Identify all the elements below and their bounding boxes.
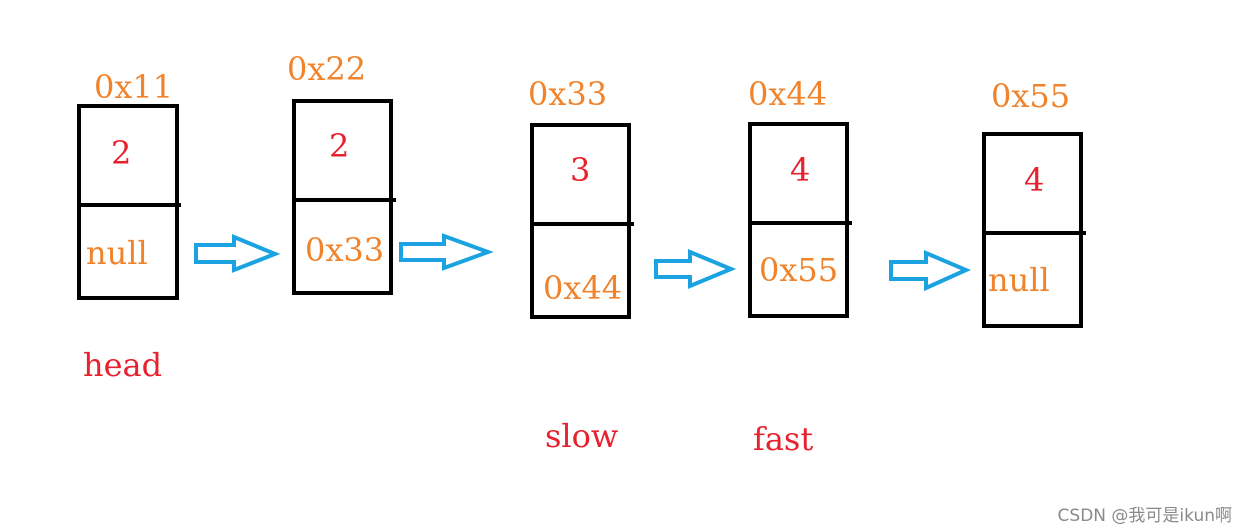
head-pointer-label: head [83,346,162,384]
node-next-pointer: 0x55 [759,251,838,289]
node-address-label: 0x22 [287,50,366,88]
arrow-right-icon [889,249,971,292]
node-address-label: 0x44 [748,75,827,113]
node-next-pointer: 0x44 [543,269,622,307]
node-next-pointer: null [988,261,1050,299]
node-box [748,122,849,318]
node-next-pointer: null [86,234,148,272]
arrow-right-icon [399,233,494,271]
list-node: 0x22 2 0x33 [287,50,396,295]
watermark: CSDN @我可是ikun啊 [1057,506,1232,526]
fast-pointer-label: fast [753,420,813,458]
node-next-pointer: 0x33 [305,231,384,269]
slow-pointer-label: slow [545,417,618,455]
node-box [77,104,179,300]
node-value: 4 [790,151,810,189]
node-box [982,132,1083,328]
node-address-label: 0x55 [991,77,1070,115]
node-value: 2 [111,134,131,172]
node-box [530,123,631,319]
node-box [292,99,393,295]
arrow-right-icon [194,234,281,273]
node-value: 2 [329,127,349,165]
list-node: 0x33 3 0x44 [528,75,634,319]
list-node: 0x11 2 null [77,68,181,300]
node-value: 3 [570,151,590,189]
list-node: 0x44 4 0x55 [748,75,852,318]
node-address-label: 0x33 [528,75,607,113]
node-address-label: 0x11 [94,68,173,106]
list-node: 0x55 4 null [982,77,1086,328]
arrow-right-icon [654,249,737,289]
node-value: 4 [1024,161,1044,199]
